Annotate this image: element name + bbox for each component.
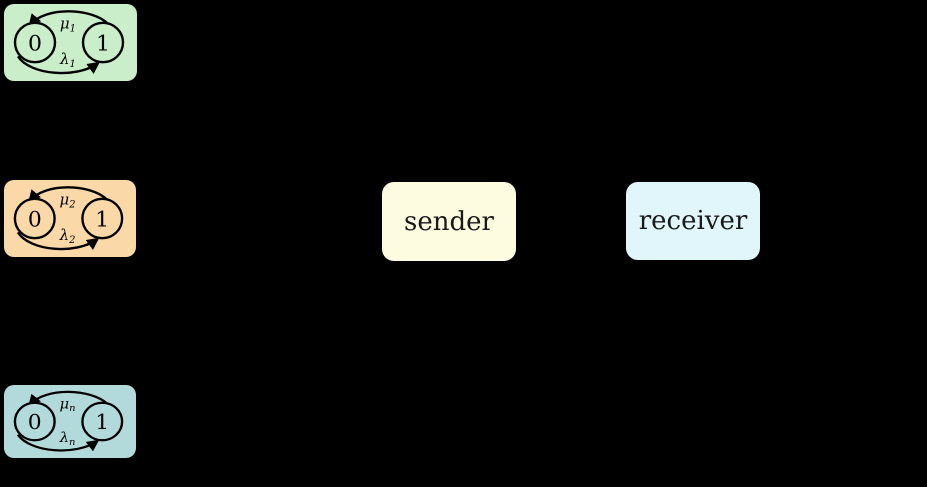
mu-rate-label: μn [59,397,75,414]
state-0-circle [13,21,57,64]
state-1-circle [81,21,125,64]
source-2-markov-chain: 0 1 μ2 λ2 [13,186,124,251]
mu-rate-label: μ1 [60,15,76,35]
mu-subscript: n [69,403,75,414]
state-0-circle [13,401,56,442]
lambda-rate-label: λ1 [59,50,76,70]
lambda-symbol: λ [59,430,69,446]
state-1-label: 1 [96,32,110,57]
lambda-rate-label: λ2 [59,227,76,246]
receiver-label: receiver [638,206,748,236]
lambda-rate-label: λn [59,430,76,447]
receiver-node: receiver [626,182,760,260]
state-0-label: 0 [28,411,42,435]
mu-subscript: 2 [68,200,75,211]
lambda-symbol: λ [59,50,70,68]
source-n-box: 0 1 μn λn [4,385,136,458]
source-2-box: 0 1 μ2 λ2 [4,180,136,257]
mu-symbol: μ [60,192,70,209]
source-1-markov-chain: 0 1 μ1 λ1 [13,10,125,75]
mu-transition-arrow [28,10,109,27]
lambda-transition-arrow [16,55,101,75]
lambda-subscript: n [69,437,75,448]
mu-rate-label: μ2 [60,192,76,211]
state-1-circle [81,197,124,240]
lambda-symbol: λ [59,227,69,244]
state-0-label: 0 [28,207,42,232]
source-1-box: 0 1 μ1 λ1 [4,4,137,81]
sender-node: sender [382,182,516,261]
source-n-markov-chain: 0 1 μn λn [13,390,124,452]
state-1-label: 1 [95,207,109,232]
mu-symbol: μ [59,397,69,413]
lambda-transition-arrow [16,231,100,251]
lambda-transition-arrow [16,433,100,452]
mu-subscript: 1 [70,24,76,35]
state-1-circle [81,401,124,442]
mu-transition-arrow [28,390,109,407]
state-1-label: 1 [95,411,109,435]
mu-transition-arrow [28,186,109,203]
state-0-circle [13,197,56,240]
mu-symbol: μ [60,15,70,33]
lambda-subscript: 1 [70,59,76,70]
state-0-label: 0 [28,32,42,57]
sender-label: sender [404,206,494,237]
lambda-subscript: 2 [68,235,75,246]
